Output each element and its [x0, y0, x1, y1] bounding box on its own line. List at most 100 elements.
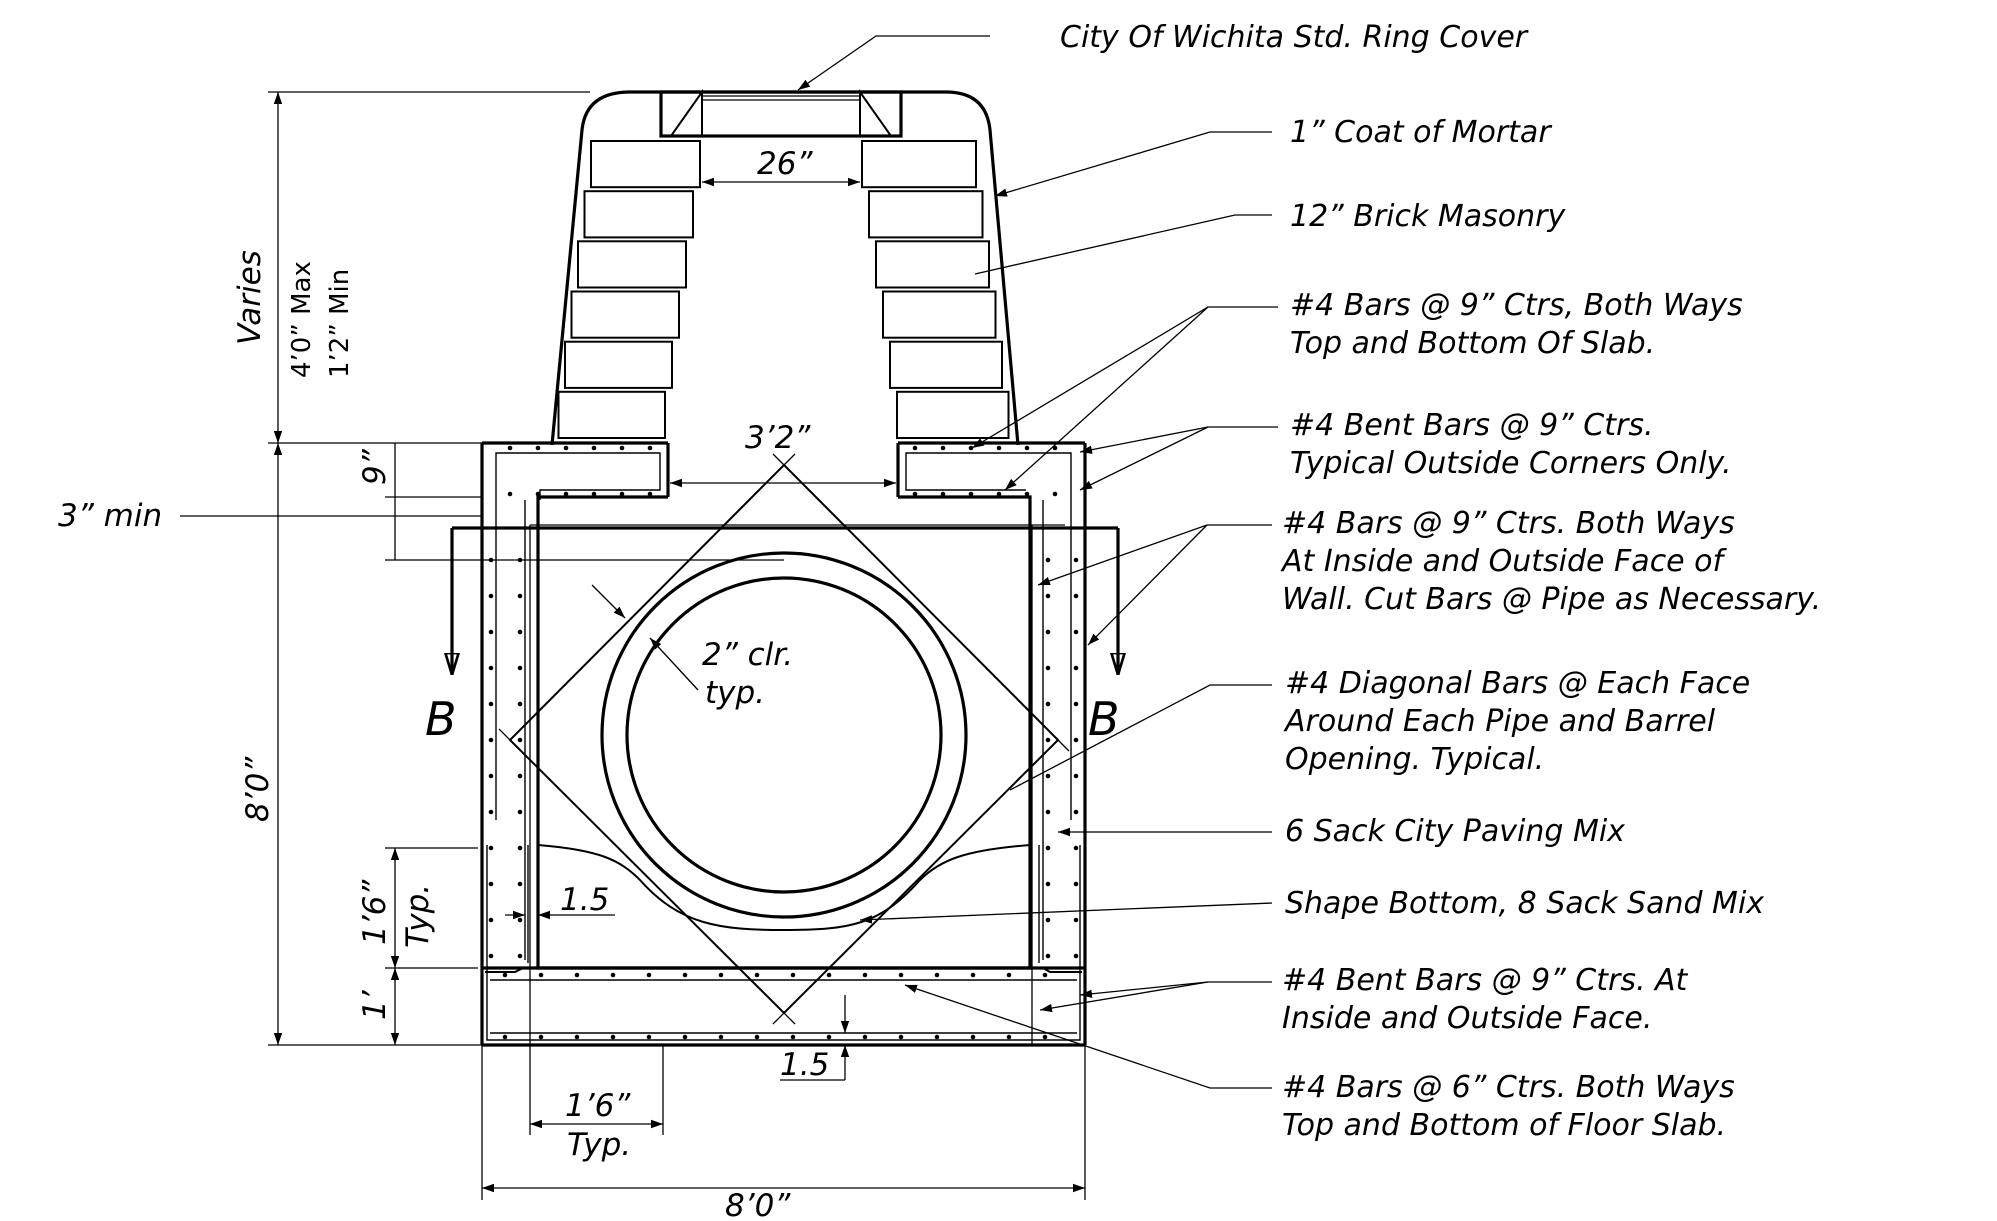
dim-9: 9”	[357, 448, 393, 485]
pipe-inner	[625, 576, 943, 894]
section-cut-b	[452, 526, 1118, 675]
rebar-dot	[610, 972, 616, 978]
label-wall-bars-2: At Inside and Outside Face of	[1280, 544, 1728, 579]
rebar-dot	[1045, 917, 1051, 923]
ring-cover-frame	[659, 90, 903, 138]
rebar-dot	[968, 491, 974, 497]
dim-3-min: 3” min	[58, 498, 162, 534]
dimension-labels: 26” 3’2” Varies 4’0” Max 1’2” Min 9” 3” …	[58, 146, 1120, 1221]
label-shape-bottom: Shape Bottom, 8 Sack Sand Mix	[1285, 886, 1764, 921]
rebar-dot	[1045, 881, 1051, 887]
rebar-dot	[996, 445, 1002, 451]
rebar-dot	[517, 665, 523, 671]
rebar-dot	[502, 1034, 508, 1040]
rebar-dot	[862, 1034, 868, 1040]
rebar-dot	[1006, 1034, 1012, 1040]
rebar-dot	[488, 629, 494, 635]
label-top-slab-bars-2: Top and Bottom Of Slab.	[1290, 326, 1655, 361]
brick-left	[583, 190, 694, 239]
label-diagonal-bars-1: #4 Diagonal Bars @ Each Face	[1285, 666, 1750, 701]
rebar-dot	[517, 737, 523, 743]
rebar-dot	[898, 972, 904, 978]
dim-1: 1’	[357, 989, 393, 1020]
rebar-dot	[647, 491, 653, 497]
brick-left	[577, 240, 687, 289]
dim-max: 4’0” Max	[287, 261, 317, 378]
rebar-dot	[488, 593, 494, 599]
label-floor-bars-2: Top and Bottom of Floor Slab.	[1282, 1108, 1726, 1143]
rebar-dot	[1073, 845, 1079, 851]
rebar-dot	[535, 445, 541, 451]
dim-1-6-typ: 1’6”	[357, 879, 393, 945]
rebar-dot	[682, 1034, 688, 1040]
rebar-dot	[1045, 809, 1051, 815]
label-top-slab-bars-1: #4 Bars @ 9” Ctrs, Both Ways	[1290, 288, 1743, 323]
rebar-dot	[488, 665, 494, 671]
rebar-dot	[790, 1034, 796, 1040]
brick-right	[868, 190, 984, 239]
rebar-dot	[1045, 557, 1051, 563]
dim-typ-bottom: Typ.	[567, 1127, 631, 1163]
rebar-dot	[1073, 773, 1079, 779]
rebar-dot	[488, 773, 494, 779]
rebar-dot	[563, 445, 569, 451]
rebar-dot	[1024, 491, 1030, 497]
dim-typ: Typ.	[400, 884, 436, 948]
rebar-dot	[1006, 972, 1012, 978]
rebar-dot	[1073, 701, 1079, 707]
rebar-dot	[646, 972, 652, 978]
label-wall-bars-3: Wall. Cut Bars @ Pipe as Necessary.	[1282, 582, 1821, 617]
box-structure	[480, 441, 1087, 1047]
rebar-dot	[826, 1034, 832, 1040]
label-diagonal-bars-2: Around Each Pipe and Barrel	[1283, 704, 1716, 739]
label-brick: 12” Brick Masonry	[1290, 199, 1567, 234]
dim-26: 26”	[757, 146, 813, 182]
brick-right	[861, 140, 977, 189]
rebar-dot	[517, 593, 523, 599]
rebar-dot	[1073, 665, 1079, 671]
reinforcement	[486, 452, 1081, 1041]
rebar-dot	[754, 972, 760, 978]
callout-labels: City Of Wichita Std. Ring Cover 1” Coat …	[1060, 20, 1821, 1143]
rebar-dot	[517, 809, 523, 815]
rebar-dot	[574, 1034, 580, 1040]
brick-right	[882, 290, 997, 339]
rebar-dot	[517, 917, 523, 923]
brick-left	[564, 340, 673, 389]
rebar-dot	[488, 737, 494, 743]
dim-8-horiz: 8’0”	[725, 1188, 791, 1221]
rebar-dot	[517, 773, 523, 779]
rebar-dot	[970, 1034, 976, 1040]
rebar-dot	[563, 491, 569, 497]
pipe-outer	[600, 551, 968, 919]
rebar-dot	[1073, 593, 1079, 599]
rebar-dot	[718, 972, 724, 978]
rebar-dot	[940, 445, 946, 451]
rebar-dot	[940, 491, 946, 497]
section-mark-b-right: B	[1088, 692, 1120, 746]
rebar-dot	[517, 701, 523, 707]
rebar-dot	[1073, 953, 1079, 959]
dim-1-6-bottom: 1’6”	[565, 1088, 631, 1124]
label-paving-mix: 6 Sack City Paving Mix	[1285, 814, 1625, 849]
rebar-dot	[619, 445, 625, 451]
rebar-dot	[1073, 737, 1079, 743]
rebar-dot	[682, 972, 688, 978]
label-floor-bars-1: #4 Bars @ 6” Ctrs. Both Ways	[1282, 1070, 1735, 1105]
rebar-dot	[898, 1034, 904, 1040]
rebar-dot	[1042, 1034, 1048, 1040]
rebar-dot	[1045, 845, 1051, 851]
dim-min: 1’2” Min	[325, 269, 355, 378]
brick-left	[557, 390, 666, 439]
rebar-dot	[996, 491, 1002, 497]
rebar-dot	[646, 1034, 652, 1040]
dim-varies: Varies	[232, 250, 268, 345]
rebar-dot	[1073, 629, 1079, 635]
rebar-dot	[517, 881, 523, 887]
rebar-dot	[1045, 701, 1051, 707]
rebar-dot	[538, 972, 544, 978]
rebar-dot	[574, 972, 580, 978]
label-bent-bars-io-1: #4 Bent Bars @ 9” Ctrs. At	[1282, 963, 1689, 998]
dim-3-2: 3’2”	[745, 420, 811, 456]
